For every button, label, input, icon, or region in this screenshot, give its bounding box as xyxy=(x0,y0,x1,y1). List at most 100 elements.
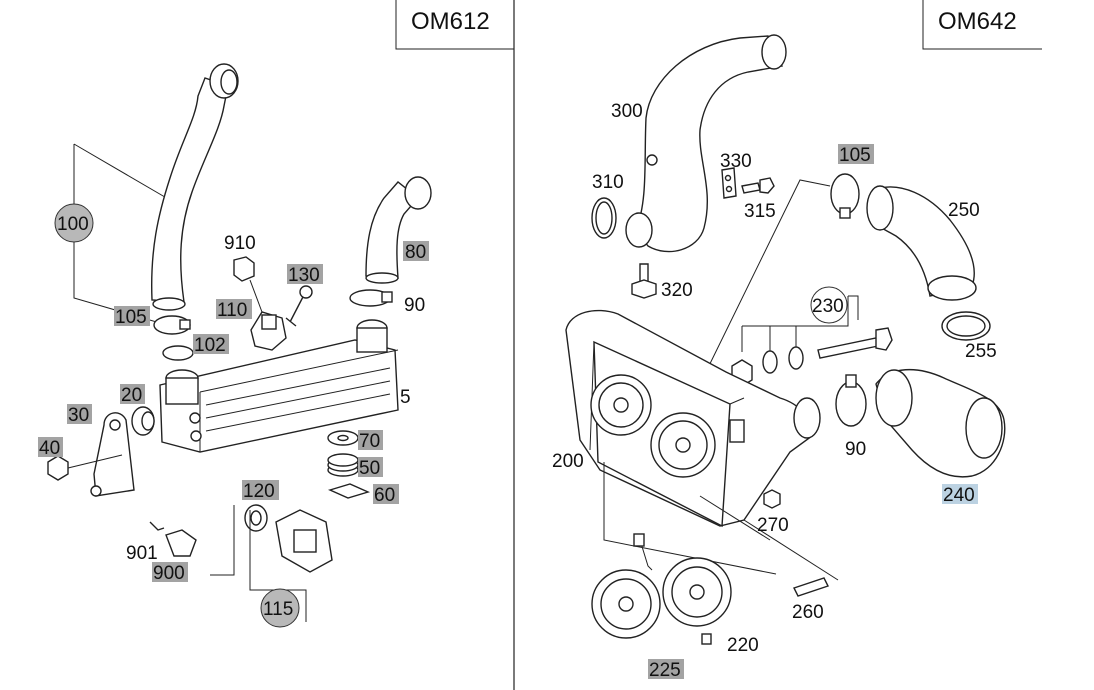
leader-105-right xyxy=(701,179,831,381)
label-110: 110 xyxy=(217,300,247,321)
label-225: 225 xyxy=(649,660,681,681)
clamp-105-screw xyxy=(179,319,191,330)
hose-100-end xyxy=(152,297,186,311)
label-5: 5 xyxy=(400,387,411,408)
label-60: 60 xyxy=(374,485,395,506)
intercooler-5 xyxy=(159,339,399,453)
leader-230 xyxy=(741,295,859,352)
hose-100 xyxy=(151,77,229,303)
label-115: 115 xyxy=(263,599,293,620)
right-panel-title: OM642 xyxy=(938,8,1017,35)
pipe-300-outlet xyxy=(761,34,787,70)
label-102: 102 xyxy=(194,335,226,356)
ring-310-inner xyxy=(595,201,613,235)
label-bg-900 xyxy=(152,562,188,582)
left-panel: 100 910 130 80 110 105 90 102 20 30 5 40… xyxy=(38,63,432,628)
bracket-30-hole xyxy=(109,419,121,431)
label-70: 70 xyxy=(359,431,380,452)
fan-225-cable xyxy=(639,539,653,571)
washer-70-hole xyxy=(337,434,349,442)
label-40: 40 xyxy=(39,438,60,459)
washer-230-b xyxy=(788,346,804,370)
plate-330 xyxy=(721,167,737,199)
nut-270 xyxy=(763,489,781,509)
label-120: 120 xyxy=(243,481,275,502)
pipe-300-fitting xyxy=(646,154,658,166)
intercooler-5-fins xyxy=(205,367,391,432)
leader-260 xyxy=(743,519,839,581)
pin-901 xyxy=(149,521,165,531)
intercooler-bolt-a xyxy=(189,412,201,424)
seal-120-hole xyxy=(250,510,262,526)
label-bg-105-right xyxy=(838,144,874,164)
bracket-30-stud xyxy=(90,485,102,497)
label-bg-100 xyxy=(54,203,94,243)
label-bg-120 xyxy=(242,480,279,500)
hose-240-outlet xyxy=(965,397,1003,459)
ring-102 xyxy=(162,345,194,361)
label-100: 100 xyxy=(57,214,89,235)
hose-250-outlet xyxy=(927,275,977,301)
shroud-200-outlet xyxy=(793,397,821,439)
shroud-200-bracket xyxy=(729,419,745,443)
label-bg-105 xyxy=(114,306,150,326)
label-300: 300 xyxy=(611,101,643,122)
label-200: 200 xyxy=(552,451,584,472)
intercooler-neck-right xyxy=(356,327,388,353)
bolt-230-head xyxy=(875,327,893,351)
left-panel-title: OM612 xyxy=(411,8,490,35)
label-105: 105 xyxy=(115,307,147,328)
fan-left-hub xyxy=(613,397,629,413)
label-220: 220 xyxy=(727,635,759,656)
hose-250 xyxy=(873,186,975,297)
label-bg-70 xyxy=(358,430,383,450)
label-30: 30 xyxy=(68,405,89,426)
label-bg-80 xyxy=(403,241,429,261)
label-270: 270 xyxy=(757,515,789,536)
label-bg-240 xyxy=(942,484,978,504)
label-105-right: 105 xyxy=(839,145,871,166)
plate-330-hole-a xyxy=(724,174,732,182)
label-255: 255 xyxy=(965,341,997,362)
label-250: 250 xyxy=(948,200,980,221)
screw-130 xyxy=(285,292,306,327)
bolt-315-head xyxy=(759,177,775,194)
sensor-110 xyxy=(250,311,287,351)
clamp-105-right-screw xyxy=(839,207,851,219)
label-bg-20 xyxy=(120,384,145,404)
sensor-110-top xyxy=(261,314,277,330)
label-901: 901 xyxy=(126,543,158,564)
label-bg-50 xyxy=(358,457,383,477)
plug-20-inner xyxy=(141,411,155,431)
fan-220-plug xyxy=(701,633,712,645)
leader-fans xyxy=(603,462,777,575)
bolt-320-head xyxy=(631,279,657,299)
ring-255-inner xyxy=(946,315,986,337)
right-panel: 300 330 310 315 105 250 320 230 255 200 … xyxy=(552,34,1006,681)
left-title-box xyxy=(395,0,514,50)
label-20: 20 xyxy=(121,385,142,406)
shim-60 xyxy=(327,483,371,499)
label-90: 90 xyxy=(404,295,425,316)
label-90-right: 90 xyxy=(845,439,866,460)
hose-80-end xyxy=(365,272,399,284)
clamp-90-right-screw xyxy=(845,374,857,388)
label-bg-40 xyxy=(38,437,63,457)
clamp-90-right xyxy=(835,381,867,427)
label-330: 330 xyxy=(720,151,752,172)
label-bg-115 xyxy=(260,588,300,628)
clamp-90-screw xyxy=(381,291,393,303)
plate-330-hole-b xyxy=(725,185,733,193)
label-bg-110 xyxy=(216,299,252,319)
washer-230-a xyxy=(762,350,778,374)
label-900: 900 xyxy=(153,563,185,584)
label-bg-130 xyxy=(287,264,323,284)
label-310: 310 xyxy=(592,172,624,193)
label-315: 315 xyxy=(744,201,776,222)
leader-910 xyxy=(249,279,263,313)
nut-40 xyxy=(47,455,69,481)
fan-right-hub xyxy=(675,437,691,453)
label-910: 910 xyxy=(224,233,256,254)
connector-900 xyxy=(165,529,197,557)
label-130: 130 xyxy=(288,265,320,286)
